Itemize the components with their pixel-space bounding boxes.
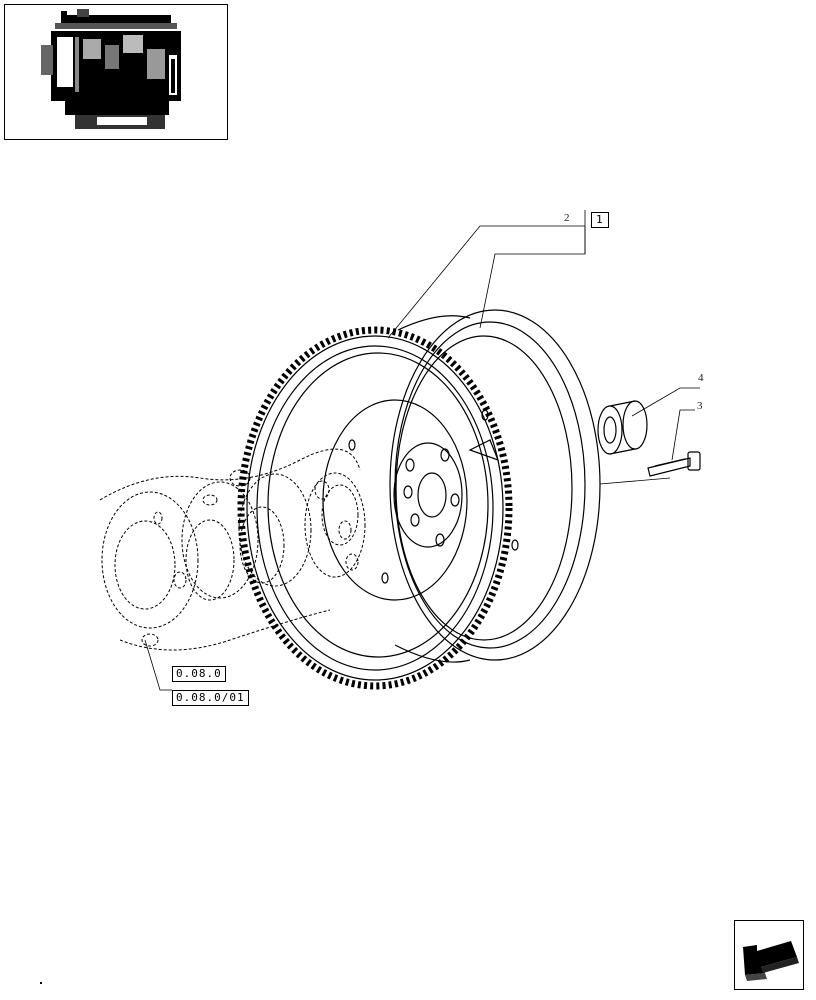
next-page-arrow-icon — [743, 941, 799, 981]
pilot-bearing — [597, 400, 648, 455]
flywheel-bolt — [647, 451, 701, 477]
callout-3: 3 — [697, 400, 703, 412]
callout-4: 4 — [698, 372, 704, 384]
page-dot — [40, 982, 42, 984]
ring-gear — [237, 326, 519, 690]
engine-thumbnail — [4, 4, 228, 140]
engine-icon — [41, 9, 181, 129]
reference-0-08-0[interactable]: 0.08.0 — [172, 666, 226, 682]
callout-2: 2 — [564, 212, 570, 224]
reference-0-08-0-01[interactable]: 0.08.0/01 — [172, 690, 249, 706]
leader-lines — [144, 210, 700, 691]
flywheel-body — [389, 309, 601, 663]
next-page-button[interactable] — [734, 920, 804, 990]
callout-1: 1 — [591, 212, 609, 228]
crankshaft — [99, 448, 366, 651]
